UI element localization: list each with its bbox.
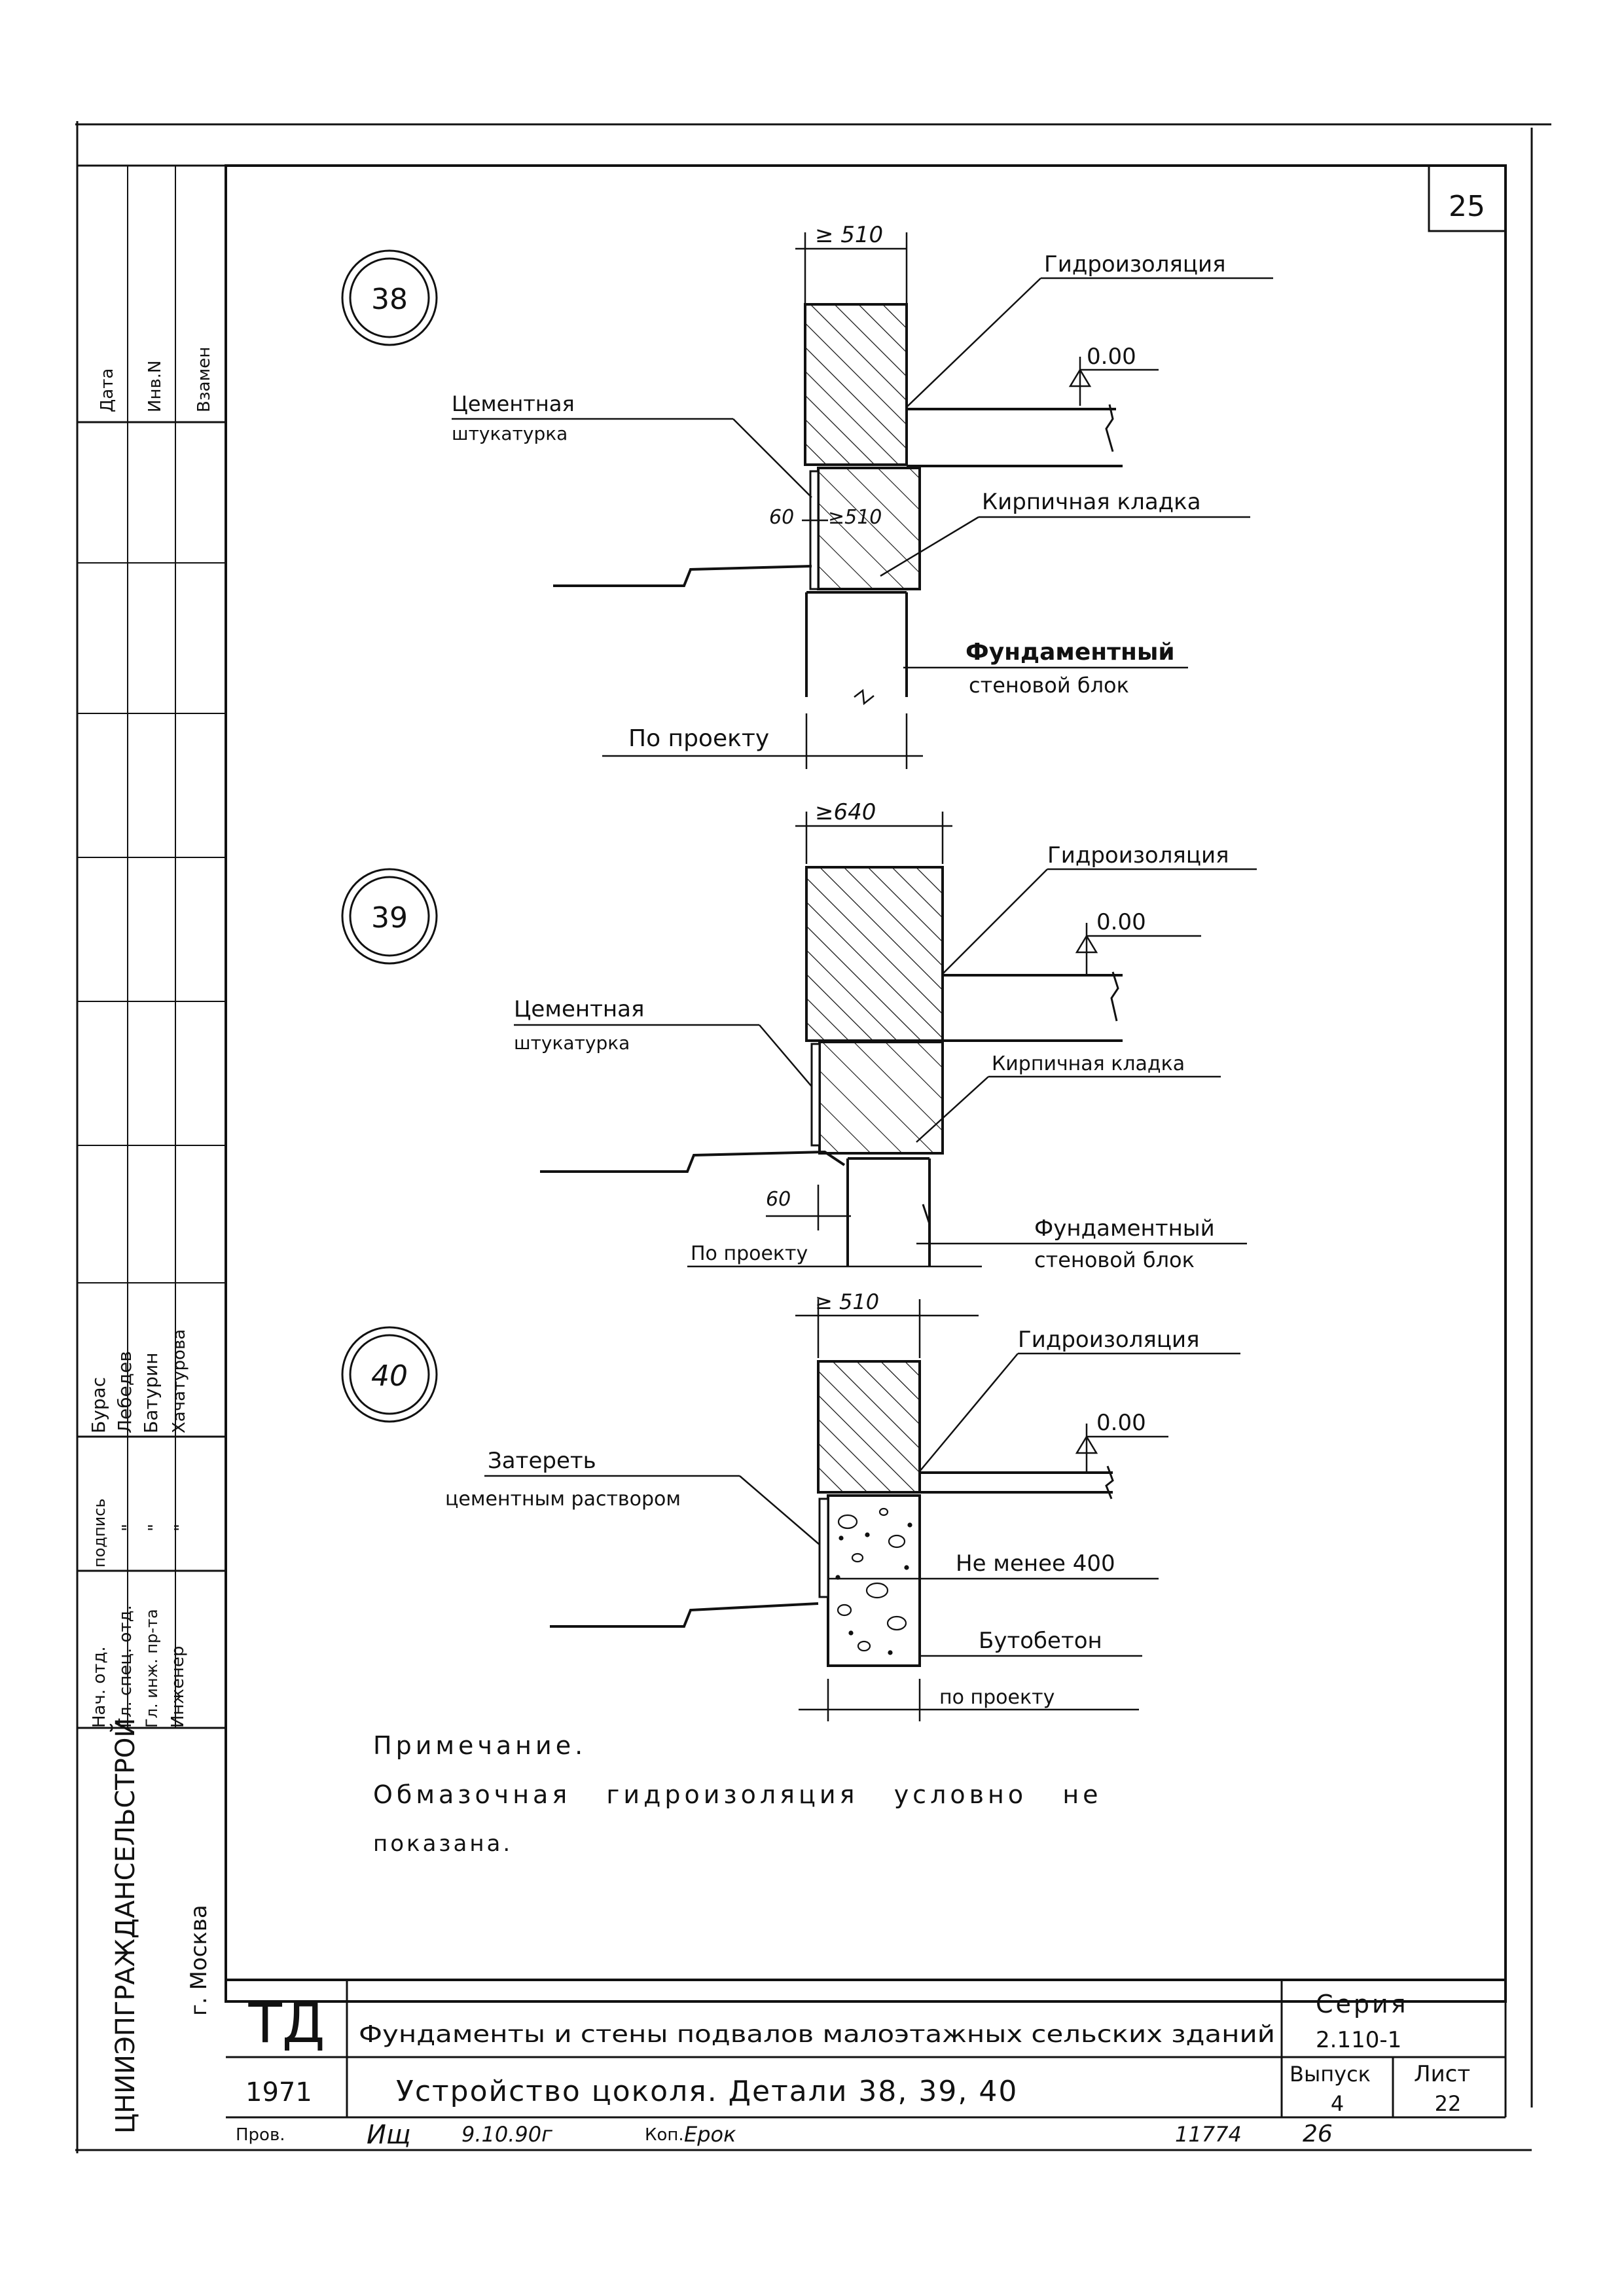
stamp-inv-header: Инв.N	[145, 361, 165, 413]
seria-label: Серия	[1316, 1990, 1409, 2018]
vypusk-value: 4	[1331, 2091, 1344, 2116]
year: 1971	[245, 2077, 312, 2108]
detail-40-plaster-1: Затереть	[488, 1448, 596, 1474]
detail-39-level: 0.00	[1096, 909, 1146, 935]
td-logo: ТД	[248, 1991, 325, 2055]
detail-38-masonry: Кирпичная кладка	[982, 489, 1201, 515]
title-block: ТД Фундаменты и стены подвалов малоэтажн…	[226, 1979, 1507, 2119]
stamp-name-3: Батурин	[140, 1352, 162, 1433]
stamp-role-4: Инженер	[168, 1646, 188, 1728]
footer-checked: Пров.	[236, 2125, 285, 2145]
detail-38-plaster-2: штукатурка	[452, 423, 568, 444]
footer-copy-sign: Ерок	[684, 2122, 736, 2147]
detail-38-inner-dim: ≥510	[828, 506, 882, 529]
footer-archive-number: 11774	[1175, 2122, 1242, 2147]
sheet-number: 25	[1449, 190, 1485, 223]
stamp-date-header: Дата	[98, 368, 117, 412]
detail-38: 38 ≥ 510 0.00 60 ≥510	[341, 222, 1273, 769]
rubble-concrete-texture	[835, 1507, 912, 1655]
detail-40-bottom-dim: по проекту	[939, 1686, 1055, 1709]
note-line-1: Обмазочная гидроизоляция условно не	[373, 1780, 1102, 1809]
detail-40-number: 40	[371, 1359, 408, 1393]
stamp-organization: ЦНИИЭПГРАЖДАНСЕЛЬСТРОЙ	[109, 1718, 141, 2134]
seria-value: 2.110-1	[1316, 2027, 1401, 2053]
note: Примечание. Обмазочная гидроизоляция усл…	[373, 1731, 1102, 1857]
stamp-signature-mark-3: "	[171, 1524, 191, 1532]
detail-40-concrete: Бутобетон	[979, 1628, 1102, 1654]
detail-39-number: 39	[371, 901, 408, 935]
footer: Пров. Ищ 9.10.90г Коп. Ерок 11774 26	[236, 2120, 1333, 2150]
stamp-role-1: Нач. отд.	[90, 1646, 109, 1728]
footer-copy-label: Коп.	[645, 2125, 684, 2145]
detail-40-level: 0.00	[1096, 1410, 1146, 1436]
detail-38-small-dim: 60	[769, 506, 794, 529]
detail-39-block-1: Фундаментный	[1034, 1215, 1215, 1242]
detail-38-block-1: Фундаментный	[965, 639, 1175, 666]
footer-signature: Ищ	[367, 2120, 411, 2150]
footer-page: 26	[1303, 2121, 1333, 2147]
detail-39-masonry: Кирпичная кладка	[992, 1052, 1185, 1075]
left-stamp: Дата Инв.N Взамен Нач. отд. Гл. спец. от…	[77, 164, 226, 2134]
detail-39-waterproofing: Гидроизоляция	[1047, 842, 1229, 869]
detail-39-plaster-1: Цементная	[514, 996, 644, 1022]
sheet-frame	[75, 121, 1551, 2153]
detail-38-block-2: стеновой блок	[969, 673, 1129, 698]
list-value: 22	[1435, 2091, 1462, 2116]
sheet-number-box: 25	[1428, 164, 1507, 232]
inner-frame	[225, 164, 1507, 2003]
stamp-city: г. Москва	[186, 1905, 212, 2016]
stamp-name-4: Хачатурова	[170, 1329, 189, 1433]
note-line-2: показана.	[373, 1831, 513, 1857]
stamp-signature-mark-1: "	[119, 1524, 139, 1532]
detail-40-top-dim: ≥ 510	[815, 1289, 879, 1314]
detail-40-waterproofing: Гидроизоляция	[1018, 1327, 1200, 1353]
stamp-name-1: Бурас	[88, 1377, 109, 1433]
vypusk-label: Выпуск	[1290, 2062, 1371, 2087]
detail-38-level: 0.00	[1087, 344, 1136, 370]
project-title: Фундаменты и стены подвалов малоэтажных …	[359, 2021, 1275, 2048]
detail-39-top-dim: ≥640	[815, 799, 876, 825]
stamp-role-3: Гл. инж. пр-та	[143, 1609, 161, 1728]
detail-39-small-dim: 60	[766, 1188, 791, 1211]
detail-38-bottom-dim: По проекту	[628, 725, 769, 752]
detail-38-plaster-1: Цементная	[452, 391, 575, 416]
drawing-title: Устройство цоколя. Детали 38, 39, 40	[396, 2075, 1018, 2108]
footer-date: 9.10.90г	[461, 2122, 552, 2147]
detail-40-min-label: Не менее 400	[956, 1551, 1115, 1577]
detail-38-waterproofing: Гидроизоляция	[1044, 251, 1226, 278]
stamp-signature-mark-2: "	[145, 1524, 165, 1532]
stamp-name-2: Лебедев	[114, 1351, 135, 1433]
detail-39-bottom-dim: По проекту	[691, 1242, 808, 1265]
detail-40: 40 ≥ 510 0.00	[341, 1289, 1240, 1721]
detail-39: 39 ≥640 0.00 60 По проекту Гидроизоляция…	[341, 799, 1257, 1272]
detail-40-plaster-2: цементным раствором	[445, 1488, 681, 1511]
detail-38-number: 38	[371, 283, 408, 316]
detail-39-block-2: стеновой блок	[1034, 1247, 1195, 1272]
detail-39-plaster-2: штукатурка	[514, 1032, 630, 1054]
note-title: Примечание.	[373, 1731, 586, 1760]
stamp-signature-header: подпись	[90, 1498, 109, 1568]
stamp-replace-header: Взамен	[194, 347, 214, 412]
detail-38-top-dim: ≥ 510	[815, 222, 883, 248]
list-label: Лист	[1414, 2061, 1470, 2087]
stamp-role-2: Гл. спец. отд.	[116, 1605, 135, 1728]
